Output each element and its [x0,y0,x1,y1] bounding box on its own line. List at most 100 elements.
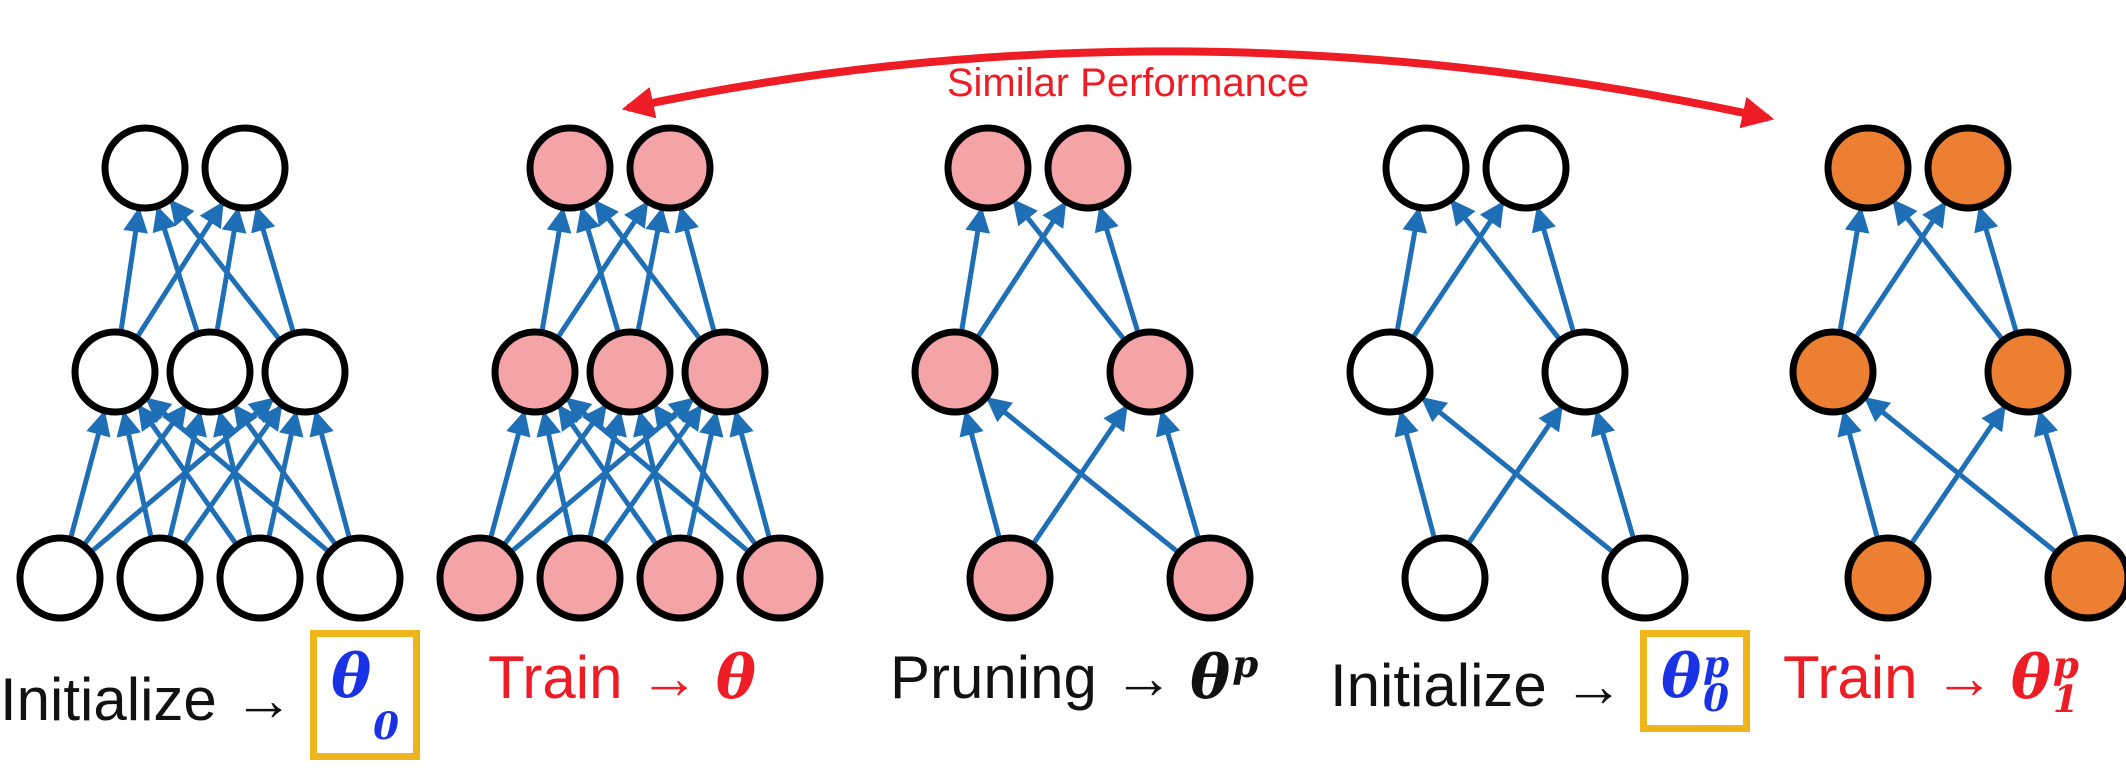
output-neuron [1824,124,1912,212]
hidden-neuron [1346,328,1434,416]
connection-edge-5 [1908,404,2007,547]
connection-edge-1 [67,410,111,540]
superscript: p [1703,642,1730,687]
connection-edge-3 [974,201,1068,340]
connection-edge-1 [81,403,188,548]
hidden-neuron [1789,328,1877,416]
connection-edge-2 [554,200,649,341]
input-neuron [1844,534,1932,622]
connection-edge-3 [959,410,1003,540]
step-text: Train → [488,644,716,711]
connection-edge-1 [213,410,253,540]
connection-edge-5 [1837,206,1870,333]
input-neuron [16,534,104,622]
connection-edge-2 [729,410,773,540]
connection-edge-2 [557,404,660,547]
input-neuron [536,534,624,622]
connection-edge-2 [686,410,724,540]
theta-symbol: θ [1661,642,1702,712]
connection-edge-2 [652,403,759,548]
connection-edge-1 [116,410,154,540]
hidden-neuron [491,328,579,416]
connection-edge-3 [1012,198,1128,343]
output-neuron [1382,124,1470,212]
connection-edge-2 [509,397,695,555]
network-4 [1346,124,1689,622]
hidden-neuron [681,328,769,416]
connection-edge-4 [1591,409,1637,541]
connection-edge-4 [1449,199,1563,342]
similar-performance-arrow [621,47,1775,129]
connection-edge-4 [1410,200,1505,341]
subscript: 0 [1703,675,1730,720]
connection-edge-1 [309,410,353,540]
input-neuron [636,534,724,622]
connection-edge-4 [1394,206,1428,334]
step-text: Initialize → [1330,651,1641,719]
connection-edge-3 [985,396,1181,555]
hidden-neuron [71,328,159,416]
connection-edge-2 [633,410,673,540]
input-neuron [216,534,304,622]
connection-edge-5 [1891,199,2006,343]
connection-edge-1 [118,207,148,333]
connection-edge-4 [1420,396,1616,555]
output-neuron [1482,124,1570,212]
hidden-neuron [1106,328,1194,416]
hidden-neuron [586,328,674,416]
theta-symbol: θ [2010,643,2051,713]
output-neuron [101,124,189,212]
connection-edge-1 [232,403,339,548]
network-1 [16,124,404,622]
connection-edge-1 [251,205,297,335]
connection-edge-2 [536,410,574,540]
hidden-neuron [261,328,349,416]
subscript: 1 [2052,676,2079,721]
connection-edge-1 [214,206,247,333]
connection-edge-3 [958,206,991,333]
theta-symbol: θ [331,642,372,712]
output-neuron [944,124,1032,212]
connection-edge-4 [1465,404,1564,547]
connection-edge-2 [487,410,531,540]
connection-edge-1 [137,404,240,547]
connection-edge-2 [600,404,703,547]
input-neuron [116,534,204,622]
step-label-2: Train → θ [488,648,756,709]
input-neuron [1401,534,1489,622]
input-neuron [1166,534,1254,622]
connection-edge-3 [1030,404,1129,547]
connection-edge-3 [1094,205,1141,335]
similar-performance-label: Similar Performance [947,61,1309,105]
output-neuron [201,124,289,212]
output-neuron [1044,124,1132,212]
step-text: Pruning → [890,644,1191,711]
hidden-neuron [1984,328,2072,416]
step-text: Train → [1783,644,2011,711]
connection-edge-5 [1974,205,2020,335]
connection-edge-2 [635,206,670,334]
output-neuron [526,124,614,212]
input-neuron [2044,534,2126,622]
superscript: p [2052,643,2079,688]
input-neuron [436,534,524,622]
theta-symbol: θ [1190,643,1231,713]
step-text: Initialize → [0,666,311,734]
input-neuron [966,534,1054,622]
connection-edge-2 [674,206,718,335]
subscript: 0 [373,704,400,748]
connection-edge-5 [1863,396,2059,555]
input-neuron [316,534,404,622]
connection-edge-2 [501,403,608,548]
output-neuron [626,124,714,212]
